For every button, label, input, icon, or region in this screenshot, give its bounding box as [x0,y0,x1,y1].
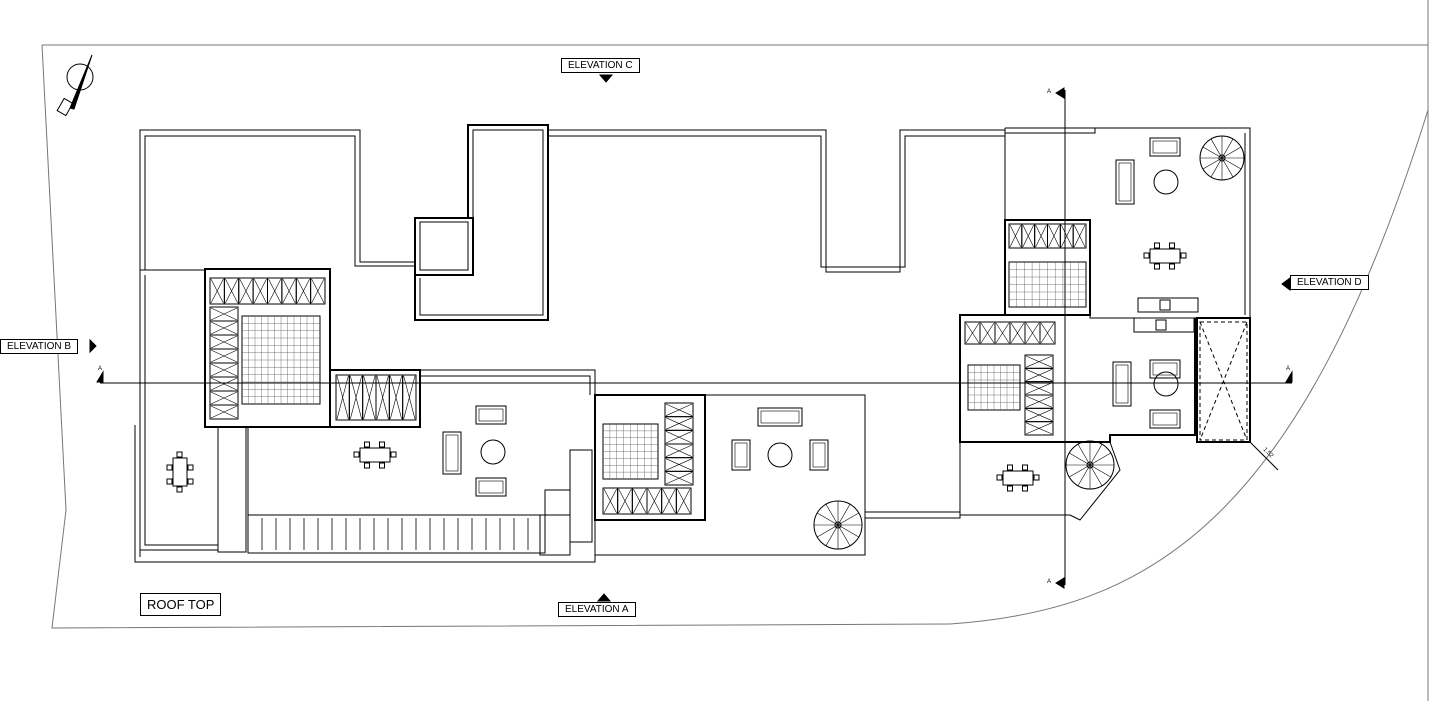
chair [996,474,1003,481]
solar-panel [1039,321,1056,345]
sofa [1149,409,1181,429]
sofa [475,477,507,497]
sofa [809,439,829,471]
chair [379,462,385,469]
chair [1169,242,1175,249]
solar-panel [1024,421,1054,436]
coffee-table [480,439,506,465]
dining-table [359,447,391,463]
chair [1022,485,1028,492]
chair [1169,263,1175,270]
coffee-table [1153,371,1179,397]
section-marker-right: A [1286,366,1291,372]
sofa [731,439,751,471]
chair [166,478,173,485]
chair [1143,252,1150,259]
dining-table [1002,470,1034,486]
north-arrow-icon [56,54,94,117]
elevation-d-label: ELEVATION D [1290,275,1369,290]
sofa [1149,137,1181,157]
section-marker-top: A [1047,89,1052,95]
chair [187,478,194,485]
sofa [1115,159,1135,205]
section-marker-bottom: A [1047,579,1052,585]
left-building [134,124,1005,563]
chair [353,451,360,458]
chair [1007,464,1013,471]
solar-panel [664,470,694,486]
solar-panel [310,277,326,305]
chair [1154,263,1160,270]
section-marker-left: A [98,366,103,372]
coffee-table [767,442,793,468]
solar-panel [209,404,239,420]
elevation-a-label: ELEVATION A [558,602,636,617]
sofa [1112,361,1132,407]
section-lines [96,87,1293,589]
site-boundary [41,0,1429,701]
chair [364,462,370,469]
elevation-c-label: ELEVATION C [561,58,640,73]
sofa [442,431,462,475]
chair [1033,474,1040,481]
chair [379,441,385,448]
right-building [959,127,1279,521]
solar-panel [1072,223,1087,249]
chair [1007,485,1013,492]
coffee-table [1153,169,1179,195]
chair [1022,464,1028,471]
sofa [757,407,803,427]
chair [176,486,183,493]
sofa [1149,359,1181,379]
sofa [475,405,507,425]
dining-table [1149,248,1181,264]
dining-table [172,457,188,487]
drawing-title: ROOF TOP [140,593,222,616]
chair [166,464,173,471]
solar-panel [675,487,692,515]
solar-panel [402,374,417,421]
chair [390,451,397,458]
chair [187,464,194,471]
chair [1154,242,1160,249]
chair [364,441,370,448]
chair [1180,252,1187,259]
elevation-markers [89,74,1291,602]
elevation-b-label: ELEVATION B [0,339,79,354]
chair [176,451,183,458]
